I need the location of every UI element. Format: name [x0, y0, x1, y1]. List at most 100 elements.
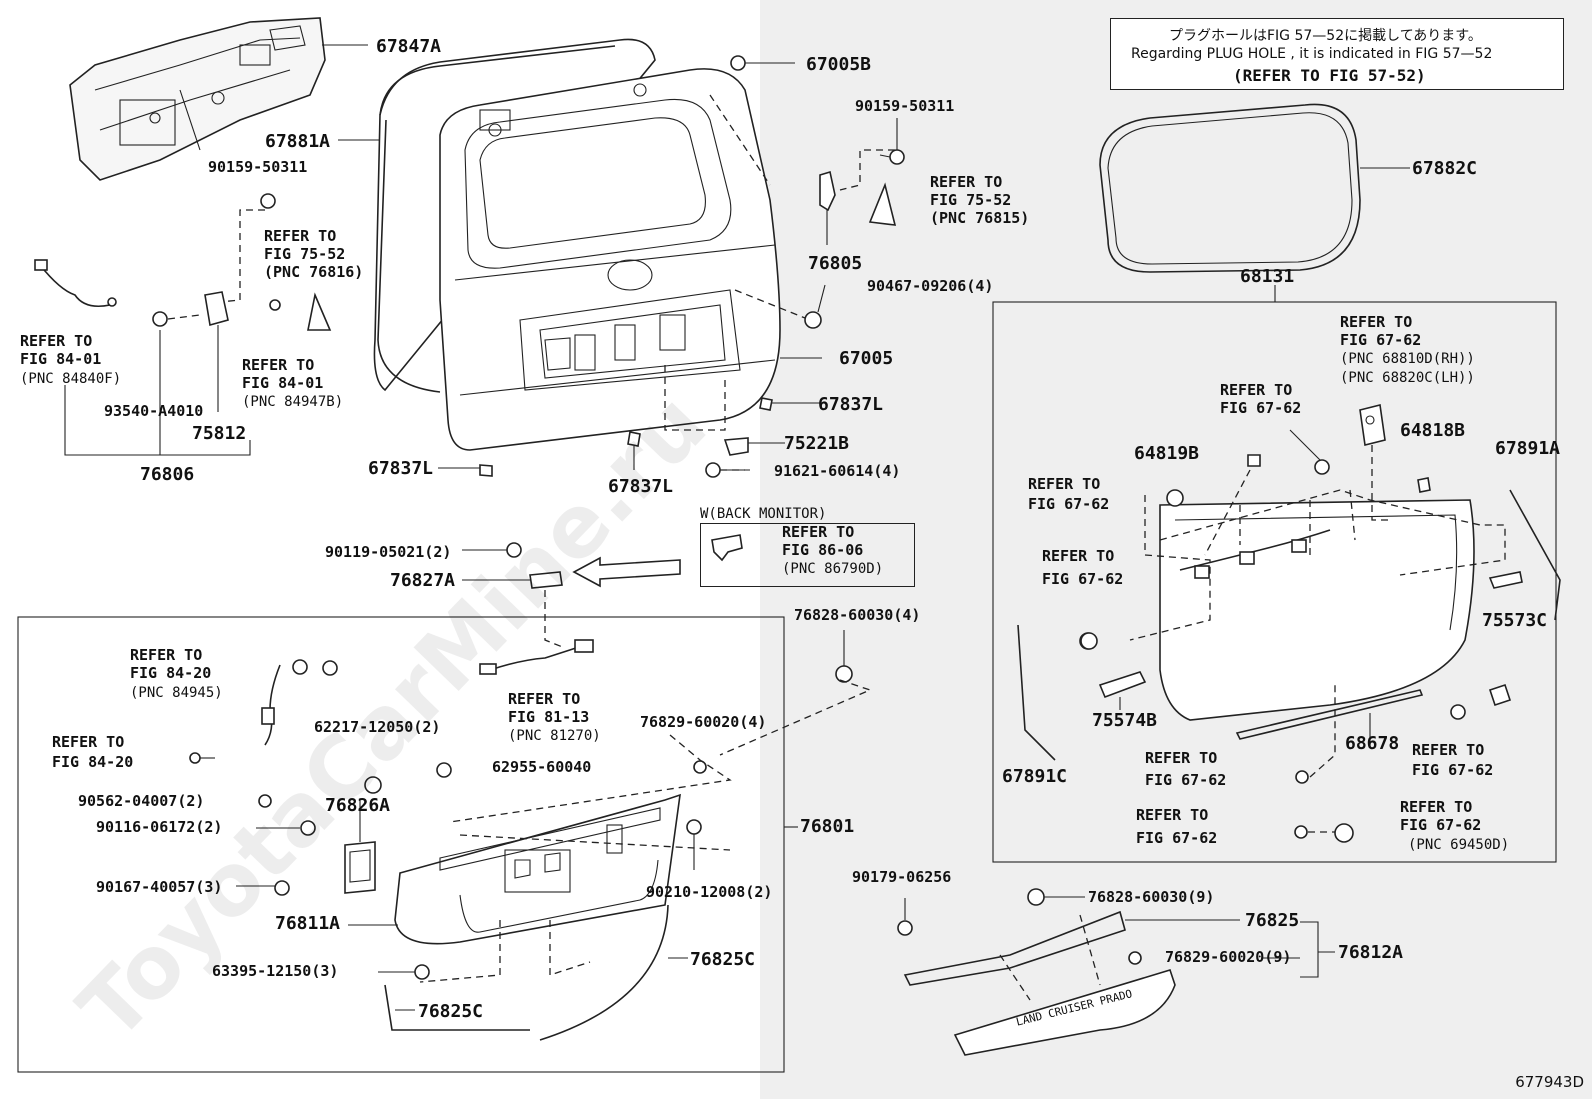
part-76829-60020-4[interactable]: 76829-60020(4) [640, 713, 767, 731]
part-62955[interactable]: 62955-60040 [492, 758, 592, 776]
molding-76825c-right [539, 904, 669, 1041]
part-76812a[interactable]: 76812A [1338, 942, 1404, 963]
part-90179[interactable]: 90179-06256 [852, 868, 952, 886]
nut-90167 [274, 880, 290, 896]
ref-fig67-62-g-line1[interactable]: REFER TO [1400, 798, 1473, 816]
note-japanese: プラグホールはFIG 57—52に掲載してあります。 [1169, 28, 1482, 44]
ref-fig84-20-a-line1[interactable]: REFER TO [130, 646, 203, 664]
part-67837l-mid[interactable]: 67837L [608, 476, 674, 497]
part-75812[interactable]: 75812 [192, 423, 247, 444]
ref-fig84-20-a-line2[interactable]: FIG 84-20 [130, 664, 212, 682]
clip-67837l-mid [627, 431, 641, 447]
ref-fig75-52-b-line1[interactable]: REFER TO [930, 173, 1003, 191]
note-english: Regarding PLUG HOLE , it is indicated in… [1131, 46, 1493, 62]
clip-fig67-62-c [1295, 770, 1309, 784]
ref-fig67-62-b-line2[interactable]: FIG 67-62 [1028, 495, 1110, 513]
part-76826a[interactable]: 76826A [325, 795, 391, 816]
part-67891c[interactable]: 67891C [1002, 766, 1068, 787]
bracket-75221b [723, 437, 749, 456]
harness-81270-ref [479, 639, 594, 675]
ref-fig67-62-g-line2[interactable]: FIG 67-62 [1400, 816, 1482, 834]
part-76827a[interactable]: 76827A [390, 570, 456, 591]
part-90159-50311-left[interactable]: 90159-50311 [208, 158, 308, 176]
arrow-to-camera [572, 556, 681, 588]
ref-fig81-13-line1[interactable]: REFER TO [508, 690, 581, 708]
part-75574b[interactable]: 75574B [1092, 710, 1158, 731]
ref-fig86-06-line2[interactable]: FIG 86-06 [782, 541, 864, 559]
part-68678[interactable]: 68678 [1345, 733, 1400, 754]
ref-fig84-01-a-line1[interactable]: REFER TO [20, 332, 93, 350]
part-68131[interactable]: 68131 [1240, 266, 1295, 287]
clip-fig67-62-a [1166, 489, 1184, 507]
ref-fig75-52-b-line2[interactable]: FIG 75-52 [930, 191, 1012, 209]
part-76806[interactable]: 76806 [140, 464, 195, 485]
bolt-hinge-ref [1314, 459, 1330, 475]
part-76825c-left[interactable]: 76825C [418, 1001, 484, 1022]
part-63395[interactable]: 63395-12150(3) [212, 962, 339, 980]
ref-fig81-13-line2[interactable]: FIG 81-13 [508, 708, 590, 726]
part-90119[interactable]: 90119-05021(2) [325, 543, 452, 561]
part-76801[interactable]: 76801 [800, 816, 855, 837]
part-67837l-left[interactable]: 67837L [368, 458, 434, 479]
part-90159-50311-right[interactable]: 90159-50311 [855, 97, 955, 115]
clip-fig67-62-d [1450, 704, 1466, 720]
clip-90210 [686, 819, 702, 835]
molding-67891a [1509, 489, 1561, 621]
ref-fig84-01-b-line1[interactable]: REFER TO [242, 356, 315, 374]
ref-fig67-62-c-line1[interactable]: REFER TO [1042, 547, 1115, 565]
ref-fig67-62-a-line1[interactable]: REFER TO [1220, 381, 1293, 399]
clip-67837l-right [759, 397, 773, 411]
bolt-90119 [506, 542, 522, 558]
part-67891a[interactable]: 67891A [1495, 438, 1561, 459]
part-75573c[interactable]: 75573C [1482, 610, 1548, 631]
clip-76828-left [835, 665, 853, 683]
part-76811a[interactable]: 76811A [275, 913, 341, 934]
part-76829-60020-9[interactable]: 76829-60020(9) [1165, 948, 1292, 966]
part-76825c-right[interactable]: 76825C [690, 949, 756, 970]
ref-hinge-line2[interactable]: FIG 67-62 [1340, 331, 1422, 349]
ref-fig84-01-a-line2[interactable]: FIG 84-01 [20, 350, 102, 368]
part-76828-60030-4[interactable]: 76828-60030(4) [794, 606, 921, 624]
garnish-68678 [1235, 689, 1424, 740]
part-67881a[interactable]: 67881A [265, 131, 331, 152]
part-91621[interactable]: 91621-60614(4) [774, 462, 901, 480]
part-67005[interactable]: 67005 [839, 348, 894, 369]
part-67005b[interactable]: 67005B [806, 54, 872, 75]
ref-fig84-01-b-line2[interactable]: FIG 84-01 [242, 374, 324, 392]
lamp-75574b [1098, 671, 1147, 699]
part-90562[interactable]: 90562-04007(2) [78, 792, 205, 810]
part-90167[interactable]: 90167-40057(3) [96, 878, 223, 896]
part-62217[interactable]: 62217-12050(2) [314, 718, 441, 736]
part-76805[interactable]: 76805 [808, 253, 863, 274]
clip-84-20 [189, 752, 201, 764]
ref-fig75-52-a-line2[interactable]: FIG 75-52 [264, 245, 346, 263]
part-64819b[interactable]: 64819B [1134, 443, 1200, 464]
ref-fig67-62-b-line1[interactable]: REFER TO [1028, 475, 1101, 493]
part-67837l-right[interactable]: 67837L [818, 394, 884, 415]
part-67882c[interactable]: 67882C [1412, 158, 1478, 179]
part-90116[interactable]: 90116-06172(2) [96, 818, 223, 836]
ref-fig67-62-d-line1[interactable]: REFER TO [1145, 749, 1218, 767]
part-64818b[interactable]: 64818B [1400, 420, 1466, 441]
ref-fig86-06-line1[interactable]: REFER TO [782, 523, 855, 541]
ref-fig67-62-f-line1[interactable]: REFER TO [1136, 806, 1209, 824]
part-93540[interactable]: 93540-A4010 [104, 402, 204, 420]
ref-fig84-01-a-line3: (PNC 84840F) [20, 371, 122, 387]
part-67847a[interactable]: 67847A [376, 36, 442, 57]
ref-fig67-62-d-line2[interactable]: FIG 67-62 [1145, 771, 1227, 789]
ref-fig67-62-e-line1[interactable]: REFER TO [1412, 741, 1485, 759]
ref-fig67-62-e-line2[interactable]: FIG 67-62 [1412, 761, 1494, 779]
ref-fig84-20-b-line2[interactable]: FIG 84-20 [52, 753, 134, 771]
part-76825[interactable]: 76825 [1245, 910, 1300, 931]
ref-fig84-20-b-line1[interactable]: REFER TO [52, 733, 125, 751]
ref-fig75-52-a-line1[interactable]: REFER TO [264, 227, 337, 245]
ref-fig67-62-f-line2[interactable]: FIG 67-62 [1136, 829, 1218, 847]
ref-fig67-62-a-line2[interactable]: FIG 67-62 [1220, 399, 1302, 417]
ref-hinge-line1[interactable]: REFER TO [1340, 313, 1413, 331]
lamp-75573c [1488, 571, 1523, 589]
part-76828-60030-9[interactable]: 76828-60030(9) [1088, 888, 1215, 906]
ref-fig67-62-c-line2[interactable]: FIG 67-62 [1042, 570, 1124, 588]
part-90210[interactable]: 90210-12008(2) [646, 883, 773, 901]
part-90467[interactable]: 90467-09206(4) [867, 277, 994, 295]
part-75221b[interactable]: 75221B [784, 433, 850, 454]
